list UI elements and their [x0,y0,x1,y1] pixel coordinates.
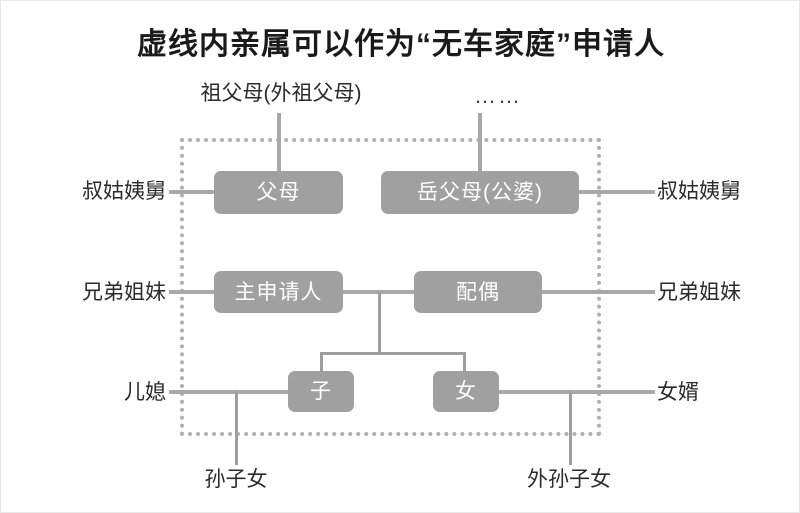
node-spouse[interactable]: 配偶 [414,271,542,313]
label-siblings-left: 兄弟姐妹 [82,281,166,304]
connector-daughter-to-son-in-law [497,390,655,394]
connector-bus-to-son [320,352,323,383]
node-main-applicant[interactable]: 主申请人 [214,271,343,313]
label-son-in-law: 女婿 [657,381,699,404]
connector-marriage-drop [378,292,381,354]
connector-spouse-to-siblings-right [540,290,655,294]
label-grandchildren-son: 孙子女 [204,468,268,491]
label-uncles-aunts-left: 叔姑姨舅 [82,180,166,203]
label-siblings-right: 兄弟姐妹 [657,281,741,304]
connector-daughter-in-law-to-son [169,390,291,394]
label-grandchildren-daughter: 外孙子女 [527,468,611,491]
label-daughter-in-law: 儿媳 [124,381,166,404]
connector-children-bus [320,352,466,355]
node-parents[interactable]: 父母 [214,171,343,214]
label-grandparents: 祖父母(外祖父母) [200,82,362,105]
connector-bus-to-daughter [463,352,466,383]
node-parents-in-law[interactable]: 岳父母(公婆) [381,171,579,214]
node-son[interactable]: 子 [288,371,354,412]
node-daughter[interactable]: 女 [433,371,499,412]
connector-grandparents-to-parents [277,113,281,173]
connector-to-grandchildren-daughter [569,391,572,465]
connector-siblings-left-to-applicant [169,290,216,294]
label-ellipsis: …… [474,83,522,108]
label-uncles-aunts-right: 叔姑姨舅 [657,180,741,203]
connector-to-grandchildren-son [235,391,238,465]
connector-ellipsis-to-parents-in-law [478,113,482,173]
eligibility-dotted-boundary [180,138,601,436]
page-title: 虚线内亲属可以作为“无车家庭”申请人 [137,28,665,61]
connector-uncles-left-to-parents [169,190,216,194]
connector-parents-in-law-to-uncles-right [577,190,655,194]
